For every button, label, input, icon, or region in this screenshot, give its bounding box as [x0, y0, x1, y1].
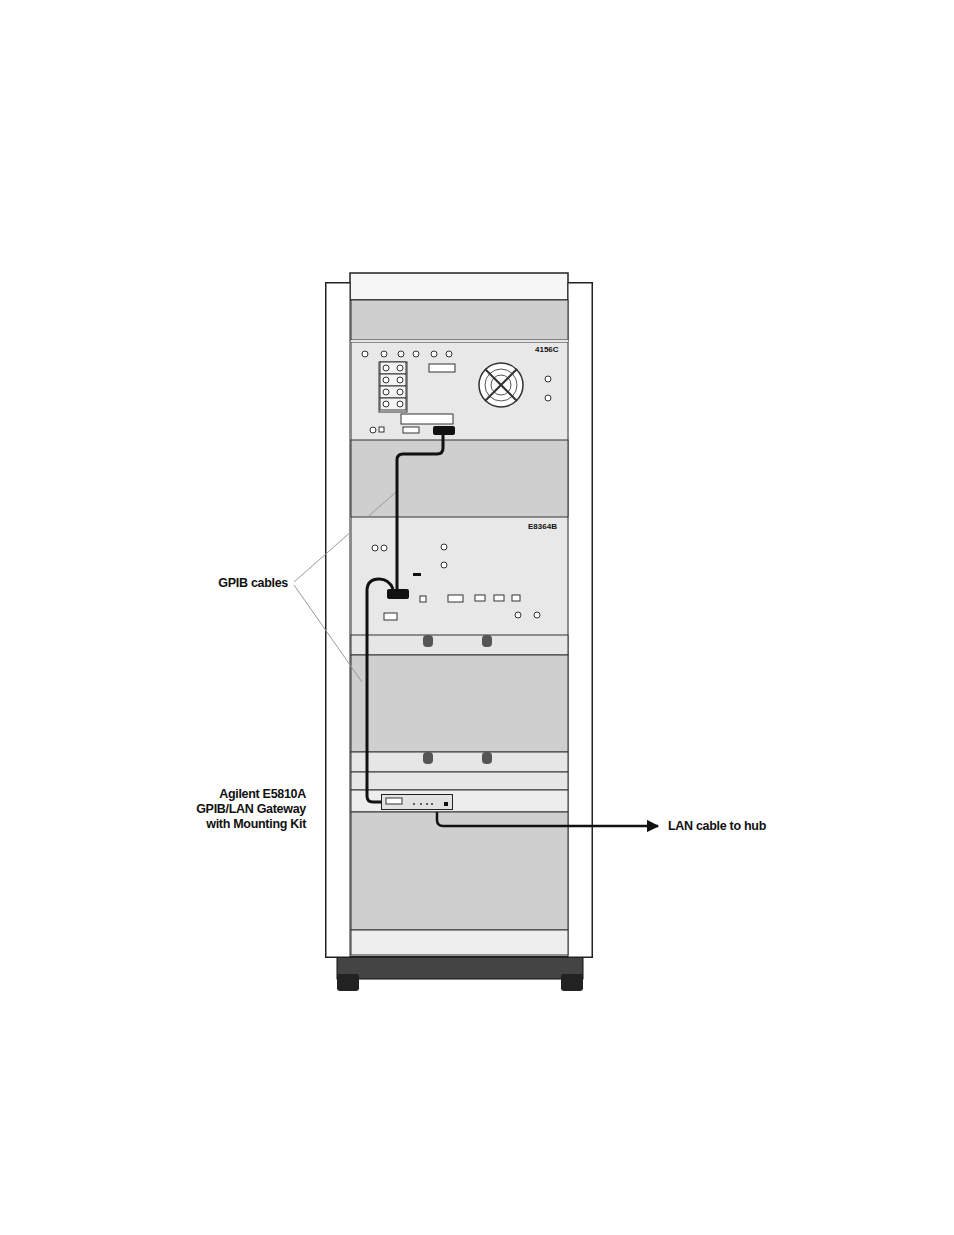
- instrument-panel: E8364B: [351, 517, 568, 635]
- model-number: E8364B: [528, 522, 557, 531]
- panel-detail: [381, 794, 453, 810]
- gpib-cable: [367, 635, 381, 802]
- panel-detail: [351, 517, 568, 635]
- instrument-panel: 4156C: [351, 342, 568, 440]
- callout-label: LAN cable to hub: [668, 819, 766, 833]
- callout-label: GPIB cables: [218, 576, 288, 590]
- gpib-cable: [397, 440, 443, 517]
- panel-detail: [351, 342, 568, 440]
- gateway-box: Agilent E5810A GPIB/LAN Gateway with Mou…: [381, 794, 453, 810]
- model-number: 4156C: [535, 345, 559, 354]
- gateway-label: Agilent E5810A GPIB/LAN Gateway with Mou…: [181, 787, 306, 832]
